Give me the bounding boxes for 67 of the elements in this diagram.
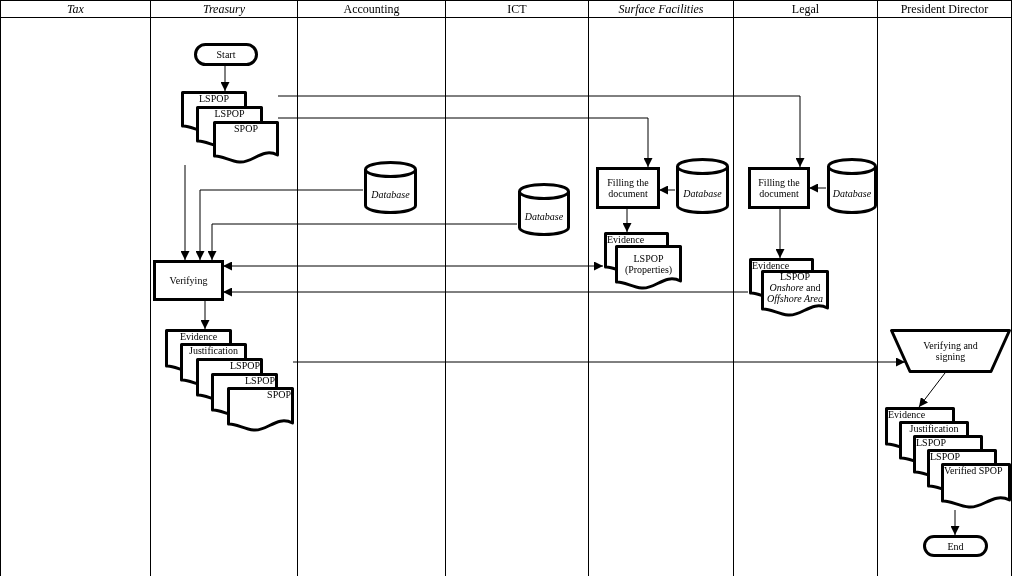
arrow bbox=[277, 117, 653, 168]
database-cylinder bbox=[518, 183, 570, 236]
lane-title: ICT bbox=[446, 0, 588, 18]
arrow bbox=[207, 223, 518, 261]
lane-title: Tax bbox=[1, 0, 150, 18]
lane-title: Accounting bbox=[298, 0, 445, 18]
terminal-label: Start bbox=[216, 49, 236, 60]
lane-title: Surface Facilities bbox=[589, 0, 733, 18]
document-label: LSPOP bbox=[930, 451, 961, 462]
document-label: SPOP bbox=[233, 123, 259, 134]
arrow bbox=[808, 183, 827, 193]
process-box bbox=[596, 167, 660, 209]
step-label: Verifying bbox=[169, 275, 208, 286]
document-label: Justification bbox=[908, 423, 960, 434]
manual-operation-shape bbox=[890, 329, 1011, 373]
document-label: Justification bbox=[188, 345, 239, 356]
document-label: LSPOP bbox=[229, 360, 260, 371]
multi-document-shape bbox=[749, 258, 829, 318]
document-label: SPOP bbox=[266, 389, 291, 400]
step-label: Filling the document bbox=[606, 177, 650, 199]
document-label: LSPOP bbox=[198, 93, 230, 104]
arrow bbox=[622, 208, 632, 233]
database-cylinder bbox=[364, 161, 417, 214]
database-cylinder bbox=[676, 158, 729, 214]
process-box bbox=[748, 167, 810, 209]
swimlane bbox=[877, 0, 1012, 576]
document-label: Evidence bbox=[752, 260, 791, 271]
arrow bbox=[918, 372, 946, 408]
arrow bbox=[775, 208, 785, 259]
multi-document-shape bbox=[885, 407, 1011, 510]
document-label: Evidence bbox=[178, 331, 219, 342]
swimlane bbox=[0, 0, 151, 576]
database-label: Database bbox=[371, 189, 410, 200]
arrow bbox=[220, 65, 230, 92]
database-label: Database bbox=[683, 187, 722, 199]
multi-document-shape bbox=[604, 232, 682, 291]
step-label: Verifying and signing bbox=[922, 340, 979, 362]
arrow bbox=[222, 287, 749, 297]
arrow bbox=[292, 357, 906, 367]
step-label: Filling the document bbox=[757, 177, 801, 199]
document-label: LSPOP (Properties) bbox=[623, 253, 674, 275]
multi-document-shape bbox=[165, 329, 294, 433]
arrow bbox=[180, 164, 190, 261]
lane-title: President Director bbox=[878, 0, 1011, 18]
terminal-shape bbox=[194, 43, 258, 66]
database-label: Database bbox=[524, 211, 564, 222]
document-label: LSPOP Onshore and Offshore Area bbox=[766, 271, 824, 304]
arrow bbox=[658, 185, 676, 195]
database-cylinder bbox=[827, 158, 877, 214]
document-label: Verified SPOP bbox=[944, 465, 1004, 476]
arrow bbox=[222, 261, 604, 271]
process-box bbox=[153, 260, 224, 301]
lane-title: Legal bbox=[734, 0, 877, 18]
document-label: Evidence bbox=[888, 409, 927, 420]
terminal-shape bbox=[923, 535, 988, 557]
document-label: LSPOP bbox=[244, 375, 275, 386]
document-label: LSPOP bbox=[916, 437, 947, 448]
arrow bbox=[950, 509, 960, 536]
database-label: Database bbox=[832, 187, 872, 199]
terminal-label: End bbox=[947, 540, 964, 552]
multi-document-shape bbox=[181, 91, 279, 165]
lane-title: Treasury bbox=[151, 0, 297, 18]
arrow bbox=[200, 300, 210, 330]
document-label: LSPOP bbox=[213, 108, 246, 119]
document-label: Evidence bbox=[607, 234, 646, 245]
arrow bbox=[195, 189, 364, 261]
arrow bbox=[277, 95, 805, 168]
